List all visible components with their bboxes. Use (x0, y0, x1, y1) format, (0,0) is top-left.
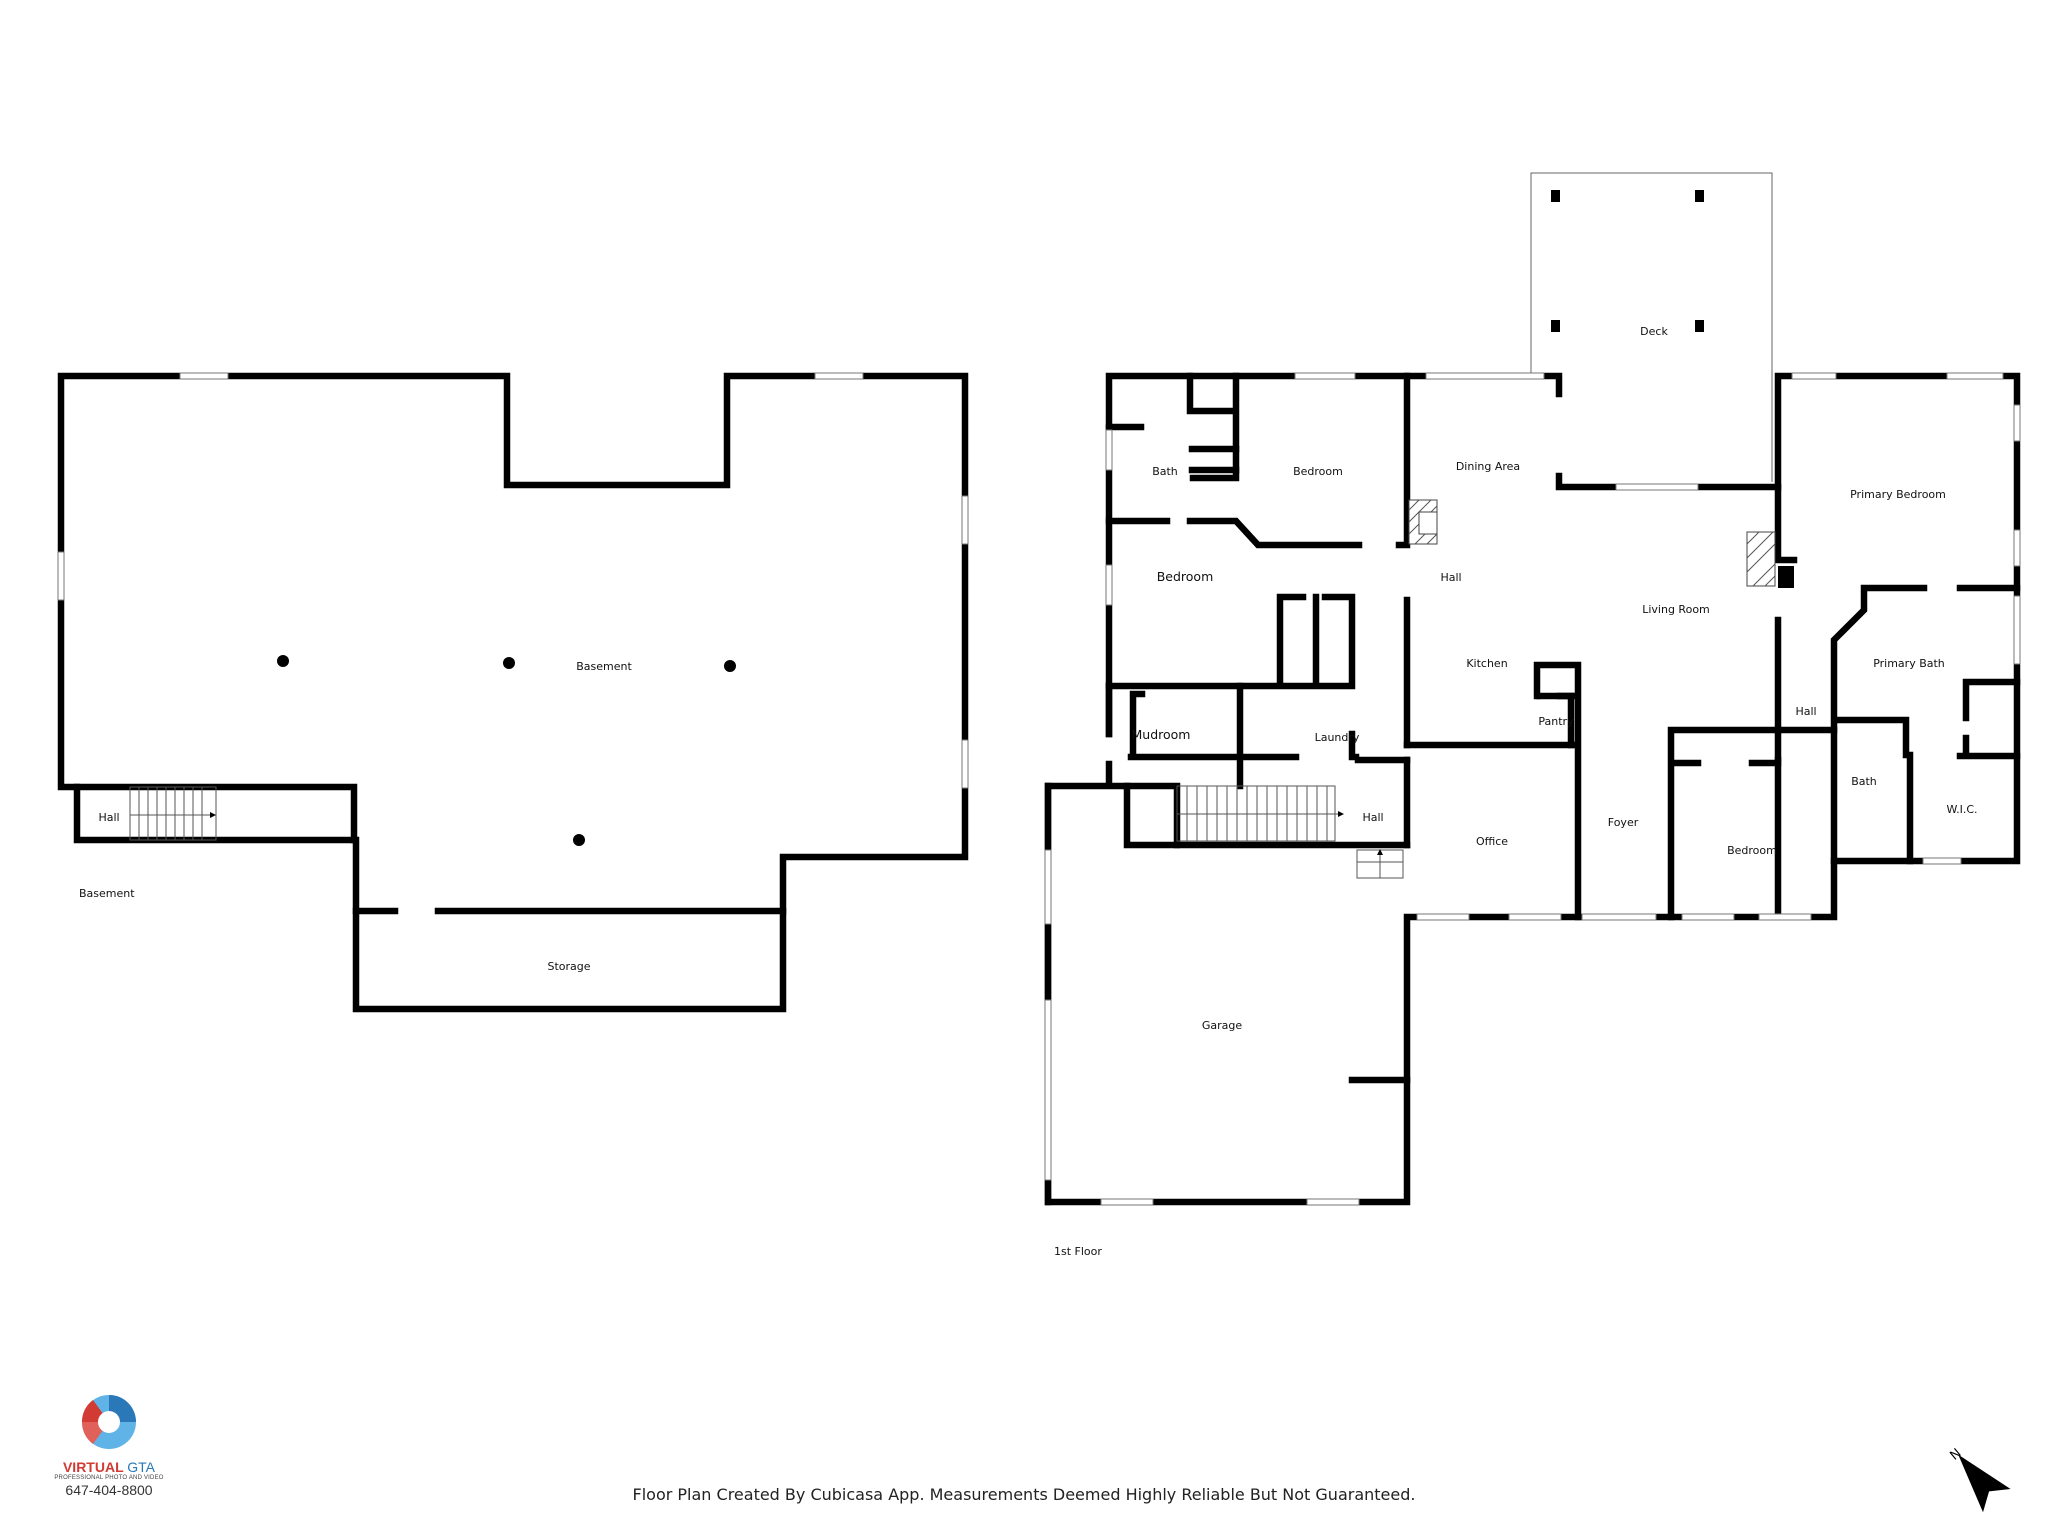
room-label-kitchen: Kitchen (1466, 657, 1507, 670)
room-label-foyer: Foyer (1608, 816, 1639, 829)
room-label-primary-bedroom: Primary Bedroom (1850, 488, 1946, 501)
room-label-pantry: Pantry (1538, 715, 1574, 728)
room-label-office: Office (1476, 835, 1508, 848)
room-label-storage: Storage (547, 960, 590, 973)
camera-aperture-icon (81, 1395, 136, 1449)
room-label-laundry: Laundry (1315, 731, 1360, 744)
room-label-hall: Hall (1362, 811, 1383, 824)
room-label-primary-bath: Primary Bath (1873, 657, 1945, 670)
first-floor-stairs (1176, 785, 1404, 879)
room-label-bath: Bath (1851, 775, 1877, 788)
room-label-hall: Hall (98, 811, 119, 824)
room-label-basement: Basement (576, 660, 632, 673)
support-post (503, 657, 515, 669)
company-logo: VIRTUAL GTA PROFESSIONAL PHOTO AND VIDEO… (44, 1392, 174, 1498)
fireplace-icon (1746, 531, 1794, 588)
first-floor-plan: Deck Dining Area Bath Bedroom Bedroom Ha… (1044, 172, 2021, 1258)
basement-plan: Basement Hall Storage Basement (57, 372, 969, 1013)
room-label-dining-area: Dining Area (1456, 460, 1520, 473)
level-label-basement: Basement (79, 887, 135, 900)
level-label-first-floor: 1st Floor (1054, 1245, 1102, 1258)
logo-phone: 647-404-8800 (65, 1482, 153, 1498)
room-label-living-room: Living Room (1642, 603, 1710, 616)
support-post (724, 660, 736, 672)
room-label-garage: Garage (1202, 1019, 1243, 1032)
logo-tagline: PROFESSIONAL PHOTO AND VIDEO (54, 1475, 164, 1481)
room-label-bath: Bath (1152, 465, 1178, 478)
support-post (573, 834, 585, 846)
fireplace-icon (1408, 499, 1438, 545)
room-label-hall: Hall (1440, 571, 1461, 584)
room-label-deck: Deck (1640, 325, 1668, 338)
support-post (277, 655, 289, 667)
room-label-bedroom: Bedroom (1727, 844, 1777, 857)
room-label-mudroom: Mudroom (1132, 727, 1191, 742)
room-label-hall: Hall (1795, 705, 1816, 718)
room-label-bedroom: Bedroom (1293, 465, 1343, 478)
basement-stairs (129, 786, 217, 841)
room-label-wic: W.I.C. (1946, 803, 1977, 816)
north-arrow-icon: N (1947, 1446, 2011, 1513)
room-label-bedroom: Bedroom (1157, 569, 1214, 584)
footer-disclaimer: Floor Plan Created By Cubicasa App. Meas… (632, 1485, 1416, 1504)
logo-brand: VIRTUAL GTA (62, 1459, 156, 1475)
